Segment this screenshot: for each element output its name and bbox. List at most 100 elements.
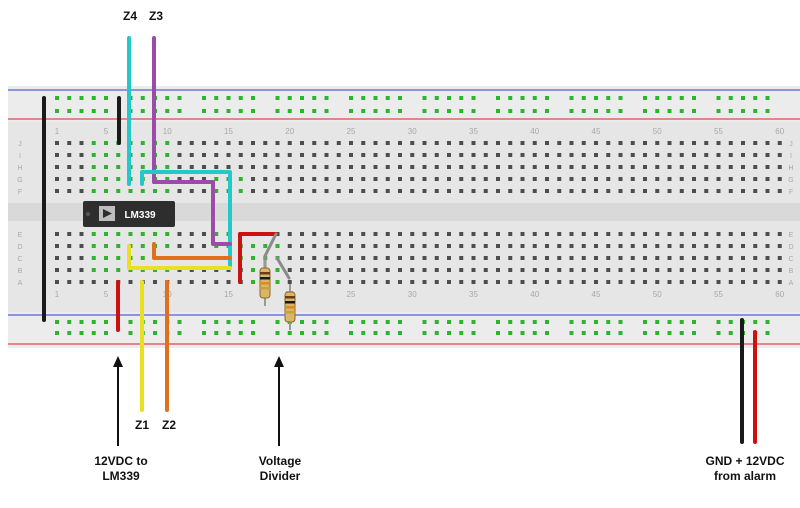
hole: [753, 153, 758, 157]
row-letter: D: [788, 244, 793, 251]
hole: [251, 153, 255, 157]
hole: [630, 177, 635, 181]
top-rail-hole: [312, 109, 317, 113]
hole: [667, 165, 672, 169]
hole: [447, 232, 451, 236]
bottom-rail-hole: [496, 331, 500, 335]
hole: [287, 268, 292, 272]
hole: [557, 177, 562, 181]
bottom-rail-hole: [385, 331, 390, 335]
hole: [532, 268, 537, 272]
top-rail-hole: [716, 96, 721, 100]
divider-callout-arrow: [274, 356, 284, 446]
hole: [202, 141, 206, 145]
hole: [532, 141, 537, 145]
hole: [373, 232, 378, 236]
yellow-jumper-wire: [127, 244, 232, 270]
hole: [618, 268, 623, 272]
hole: [287, 177, 292, 181]
hole: [496, 244, 500, 248]
hole: [741, 141, 745, 145]
top-rail-hole: [765, 109, 770, 113]
top-rail-hole: [275, 96, 280, 100]
hole: [398, 165, 402, 169]
resistor-band: [260, 272, 270, 275]
hole: [324, 141, 329, 145]
top-rail-hole: [398, 109, 402, 113]
hole: [128, 280, 133, 284]
hole: [606, 232, 611, 236]
top-rail-hole: [165, 96, 170, 100]
hole: [336, 141, 341, 145]
hole: [643, 189, 647, 193]
label-z1: Z1: [134, 418, 149, 432]
hole: [581, 141, 586, 145]
bottom-rail-hole: [238, 320, 243, 324]
row-letter: C: [17, 256, 22, 263]
hole: [459, 268, 464, 272]
hole: [753, 280, 758, 284]
hole: [251, 244, 255, 248]
hole: [728, 153, 733, 157]
row-letter: J: [789, 141, 793, 148]
top-rail-hole: [655, 96, 660, 100]
hole: [55, 232, 59, 236]
hole: [777, 256, 782, 260]
bottom-rail-hole: [447, 331, 451, 335]
hole: [704, 189, 709, 193]
column-number: 60: [775, 290, 784, 299]
hole: [520, 165, 525, 169]
bottom-rail-hole: [569, 331, 574, 335]
hole: [716, 268, 721, 272]
column-number: 1: [55, 127, 60, 136]
resistor-band: [285, 296, 295, 299]
hole: [557, 256, 562, 260]
hole: [336, 244, 341, 248]
hole: [128, 189, 133, 193]
hole: [349, 153, 353, 157]
hole: [349, 177, 353, 181]
hole: [569, 232, 574, 236]
hole: [349, 165, 353, 169]
row-letter: D: [17, 244, 22, 251]
bottom-rail-hole: [104, 331, 108, 335]
bottom-rail-hole: [508, 331, 513, 335]
hole: [116, 153, 121, 157]
hole: [606, 141, 611, 145]
hole: [716, 232, 721, 236]
hole: [300, 177, 304, 181]
bottom-rail-hole: [202, 320, 206, 324]
bottom-rail-hole: [569, 320, 574, 324]
hole: [373, 177, 378, 181]
hole: [581, 177, 586, 181]
hole: [545, 153, 549, 157]
bottom-rail-hole: [275, 320, 280, 324]
hole: [373, 256, 378, 260]
hole: [373, 153, 378, 157]
hole: [447, 153, 451, 157]
hole: [385, 153, 390, 157]
divider-callout-line1: Voltage: [258, 454, 302, 468]
hole: [79, 189, 84, 193]
top-rail-hole: [594, 96, 598, 100]
top-rail-hole: [140, 96, 145, 100]
hole: [508, 244, 513, 248]
hole: [716, 141, 721, 145]
hole: [777, 141, 782, 145]
hole: [728, 232, 733, 236]
hole: [728, 256, 733, 260]
hole: [398, 153, 402, 157]
top-rail-hole: [508, 109, 513, 113]
hole: [410, 244, 415, 248]
hole: [447, 189, 451, 193]
resistor-band: [285, 306, 295, 309]
hole: [679, 165, 684, 169]
hole: [140, 244, 145, 248]
bottom-rail-hole: [667, 331, 672, 335]
hole: [226, 141, 231, 145]
hole: [545, 256, 549, 260]
hole: [336, 177, 341, 181]
hole: [532, 165, 537, 169]
column-number: 1: [55, 290, 60, 299]
hole: [618, 189, 623, 193]
